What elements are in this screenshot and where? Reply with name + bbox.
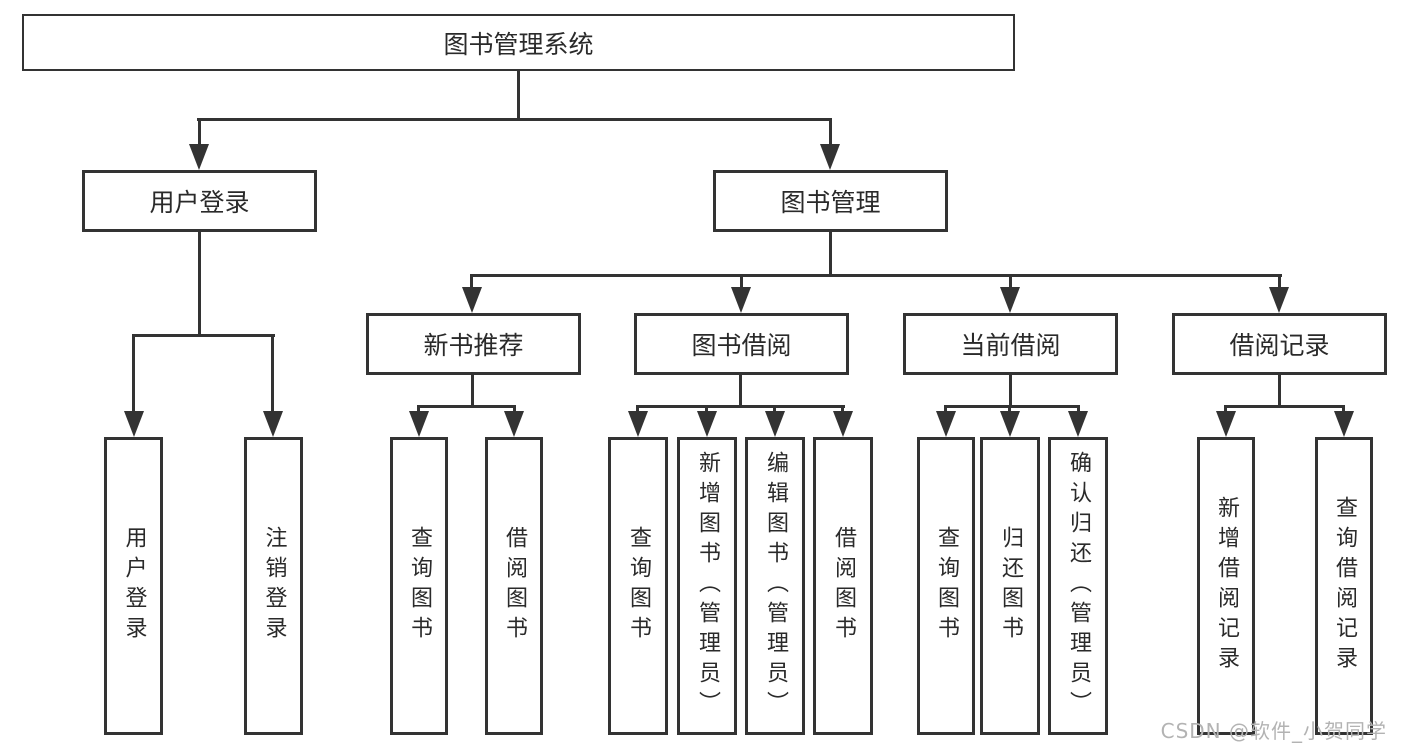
connector-stem (1342, 405, 1345, 415)
node-current-borrowing: 当前借阅 (903, 313, 1118, 375)
arrow-down-icon (504, 411, 524, 437)
connector-new-books-bar (417, 405, 516, 408)
connector-stem (1224, 405, 1227, 415)
arrow-down-icon (124, 411, 144, 437)
node-bw-edit-books-admin: 编辑图书（管理员） (745, 437, 805, 735)
node-cur-query-books: 查询图书 (917, 437, 975, 735)
connector-stem-borrow-records (1278, 274, 1281, 289)
arrow-down-icon (820, 144, 840, 170)
connector-stem (841, 405, 844, 415)
connector-new-books-trunk (471, 375, 474, 408)
connector-level2-bar (197, 118, 832, 121)
connector-stem (773, 405, 776, 415)
connector-stem-current-borrow (1009, 274, 1012, 289)
connector-book-borrow-bar (636, 405, 845, 408)
connector-stem (513, 405, 516, 415)
arrow-down-icon (189, 144, 209, 170)
node-cur-return-books: 归还图书 (980, 437, 1040, 735)
node-user-login: 用户登录 (82, 170, 317, 232)
connector-level3-bar (471, 274, 1282, 277)
connector-book-borrow-trunk (739, 375, 742, 408)
connector-stem (705, 405, 708, 415)
arrow-down-icon (1068, 411, 1088, 437)
connector-borrow-records-trunk (1278, 375, 1281, 408)
node-bw-add-books-admin: 新增图书（管理员） (677, 437, 737, 735)
connector-stem-book-borrow (740, 274, 743, 289)
connector-user-login-bar (132, 334, 275, 337)
arrow-down-icon (936, 411, 956, 437)
connector-current-borrow-trunk (1009, 375, 1012, 408)
node-library-system: 图书管理系统 (22, 14, 1015, 71)
arrow-down-icon (697, 411, 717, 437)
node-cur-confirm-return-admin: 确认归还（管理员） (1048, 437, 1108, 735)
connector-stem (944, 405, 947, 415)
node-bw-borrow-books: 借阅图书 (813, 437, 873, 735)
arrow-down-icon (462, 287, 482, 313)
connector-stem-logout (271, 334, 274, 414)
connector-stem (636, 405, 639, 415)
connector-borrow-records-bar (1224, 405, 1345, 408)
node-rec-query-record: 查询借阅记录 (1315, 437, 1373, 735)
arrow-down-icon (628, 411, 648, 437)
connector-book-mgmt-trunk (829, 232, 832, 276)
node-rec-add-record: 新增借阅记录 (1197, 437, 1255, 735)
arrow-down-icon (1269, 287, 1289, 313)
node-new-book-recommend: 新书推荐 (366, 313, 581, 375)
connector-stem (1008, 405, 1011, 415)
arrow-down-icon (1216, 411, 1236, 437)
node-logout: 注销登录 (244, 437, 303, 735)
node-book-borrowing: 图书借阅 (634, 313, 849, 375)
connector-stem-new-books (470, 274, 473, 289)
arrow-down-icon (263, 411, 283, 437)
arrow-down-icon (765, 411, 785, 437)
connector-stem-login (132, 334, 135, 414)
arrow-down-icon (833, 411, 853, 437)
connector-current-borrow-bar (944, 405, 1080, 408)
connector-stem (1077, 405, 1080, 415)
arrow-down-icon (731, 287, 751, 313)
connector-stem-book-mgmt (829, 118, 832, 146)
arrow-down-icon (409, 411, 429, 437)
arrow-down-icon (1000, 287, 1020, 313)
node-borrowing-records: 借阅记录 (1172, 313, 1387, 375)
csdn-watermark: CSDN @软件_小贺同学 (1160, 719, 1387, 743)
connector-stem-user-login (198, 118, 201, 146)
node-login: 用户登录 (104, 437, 163, 735)
node-nb-borrow-books: 借阅图书 (485, 437, 543, 735)
connector-user-login-trunk (198, 232, 201, 336)
node-book-management: 图书管理 (713, 170, 948, 232)
arrow-down-icon (1334, 411, 1354, 437)
node-bw-query-books: 查询图书 (608, 437, 668, 735)
arrow-down-icon (1000, 411, 1020, 437)
connector-root-trunk (517, 71, 520, 119)
node-nb-query-books: 查询图书 (390, 437, 448, 735)
connector-stem (417, 405, 420, 415)
